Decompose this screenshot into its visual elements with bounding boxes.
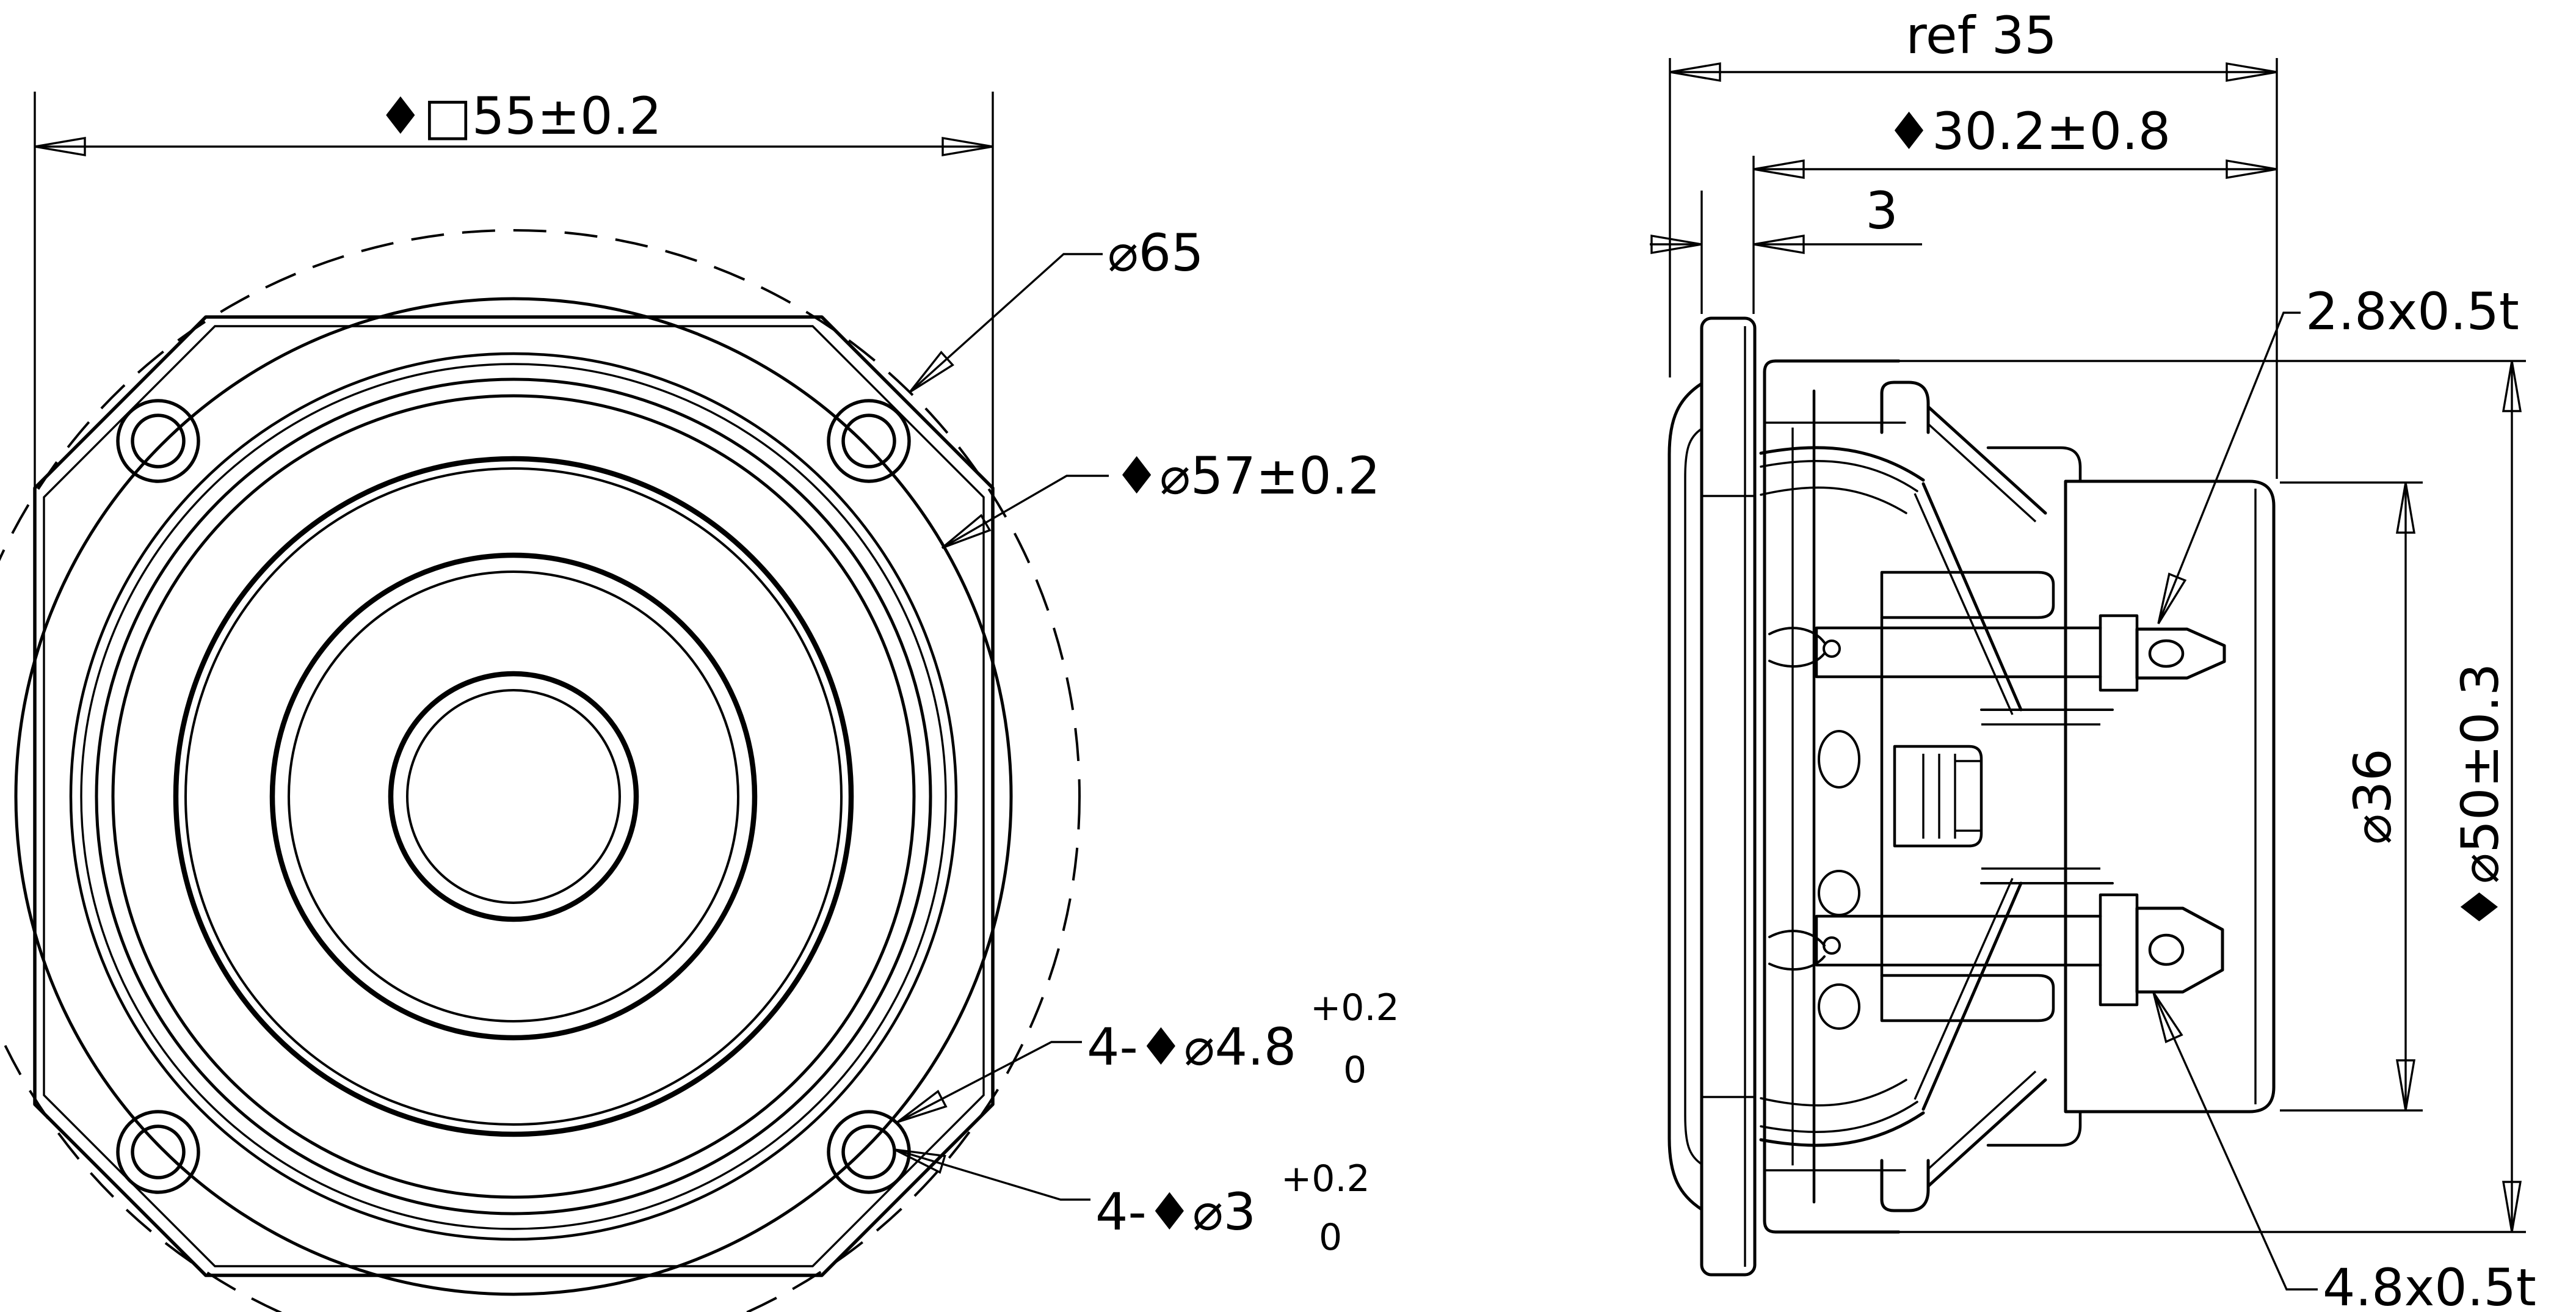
surround-clamp-inner [111, 394, 916, 1199]
leader-front-ring-diameter: ♦⌀57±0.2 [937, 446, 1381, 556]
trim-ring-outer [69, 352, 958, 1241]
dim-basket-diameter: ♦⌀50±0.3 [1899, 360, 2526, 1233]
mounting-hole-top-left [116, 399, 200, 483]
hole-tol-lower: 0 [1319, 1216, 1342, 1259]
dim-flange-thickness: 3 [1650, 181, 1922, 314]
cone-edge-outer [269, 552, 758, 1041]
mounting-depth-label: ♦30.2±0.8 [1886, 101, 2171, 161]
surround-clamp-outer [95, 377, 932, 1215]
front-ring-circle [14, 297, 1013, 1296]
basket-struts [1880, 381, 2047, 1212]
dust-cap-outer [388, 671, 639, 922]
motor-detail [1893, 709, 2114, 884]
flange-corner-lines [1700, 495, 1756, 1098]
magnet-diameter-label: ⌀36 [2343, 748, 2403, 844]
gasket-diameter-label: ⌀65 [1108, 223, 1203, 283]
tab-hole [2148, 933, 2185, 966]
dim-magnet-diameter: ⌀36 [2280, 481, 2423, 1112]
counterbore-tol-lower: 0 [1343, 1049, 1366, 1092]
counterbore-tol-upper: +0.2 [1310, 986, 1399, 1029]
counterbore-label: 4-♦⌀4.8 [1087, 1017, 1296, 1077]
leader-hole: 4-♦⌀3 +0.2 0 [891, 1140, 1370, 1259]
dim-frame-width-label: ♦□55±0.2 [377, 86, 662, 146]
surround-section [1759, 446, 1925, 1147]
leader-gasket-diameter: ⌀65 [902, 223, 1203, 400]
cone-section [1914, 482, 2023, 1111]
terminal-assembly [1815, 570, 2139, 1022]
terminal-tab-upper [2135, 627, 2226, 680]
basket-windows [1818, 730, 1860, 1030]
dim-frame-width: ♦□55±0.2 [34, 86, 994, 492]
terminal-block-top [1986, 446, 2082, 483]
front-view: ♦□55±0.2 ⌀65 ♦⌀57±0.2 4-♦⌀4.8 +0.2 0 4-♦… [0, 86, 1399, 1312]
surround-roll-inner [184, 467, 843, 1126]
front-ring-diameter-label: ♦⌀57±0.2 [1114, 446, 1381, 506]
terminal-tab-lower [2135, 906, 2224, 994]
dome-profile-outer [1667, 382, 1703, 1211]
flange-plate [1700, 316, 1757, 1277]
frame-outline-inner-step [43, 325, 985, 1267]
terminal-block-bottom [1986, 1110, 2082, 1147]
flange-thickness-label: 3 [1865, 181, 1898, 241]
gasket-circle-dashed [0, 229, 1081, 1312]
basket-rim [1763, 359, 1901, 1234]
upper-terminal-label: 2.8x0.5t [2306, 282, 2519, 341]
dim-mounting-depth: ♦30.2±0.8 [1752, 101, 2278, 314]
dust-cap-inner [406, 689, 621, 904]
tab-hole [2148, 639, 2185, 668]
leader-upper-terminal: 2.8x0.5t [2149, 282, 2519, 628]
dome-profile-inner [1684, 428, 1703, 1165]
frame-outline-outer [33, 315, 995, 1277]
overall-depth-label: ref 35 [1906, 5, 2057, 65]
lower-terminal-label: 4.8x0.5t [2323, 1258, 2536, 1312]
hole-label: 4-♦⌀3 [1095, 1182, 1256, 1242]
leader-counterbore: 4-♦⌀4.8 +0.2 0 [892, 986, 1399, 1131]
surround-roll-outer [173, 456, 854, 1137]
mounting-hole-bottom-left [116, 1110, 200, 1194]
side-view: ref 35 ♦30.2±0.8 3 2.8x0.5t 4.8x0.5t [1650, 5, 2536, 1312]
dim-overall-depth: ref 35 [1669, 5, 2278, 479]
basket-diameter-label: ♦⌀50±0.3 [2450, 663, 2510, 930]
trim-ring-inner [80, 363, 947, 1230]
cone-edge-inner [288, 570, 739, 1022]
mounting-hole-top-right [827, 399, 911, 483]
lead-wires [1768, 627, 1841, 971]
basket-edges [1763, 421, 1906, 1172]
hole-tol-upper: +0.2 [1281, 1157, 1370, 1200]
leader-lower-terminal: 4.8x0.5t [2144, 988, 2536, 1312]
magnet-outline [2064, 479, 2276, 1113]
